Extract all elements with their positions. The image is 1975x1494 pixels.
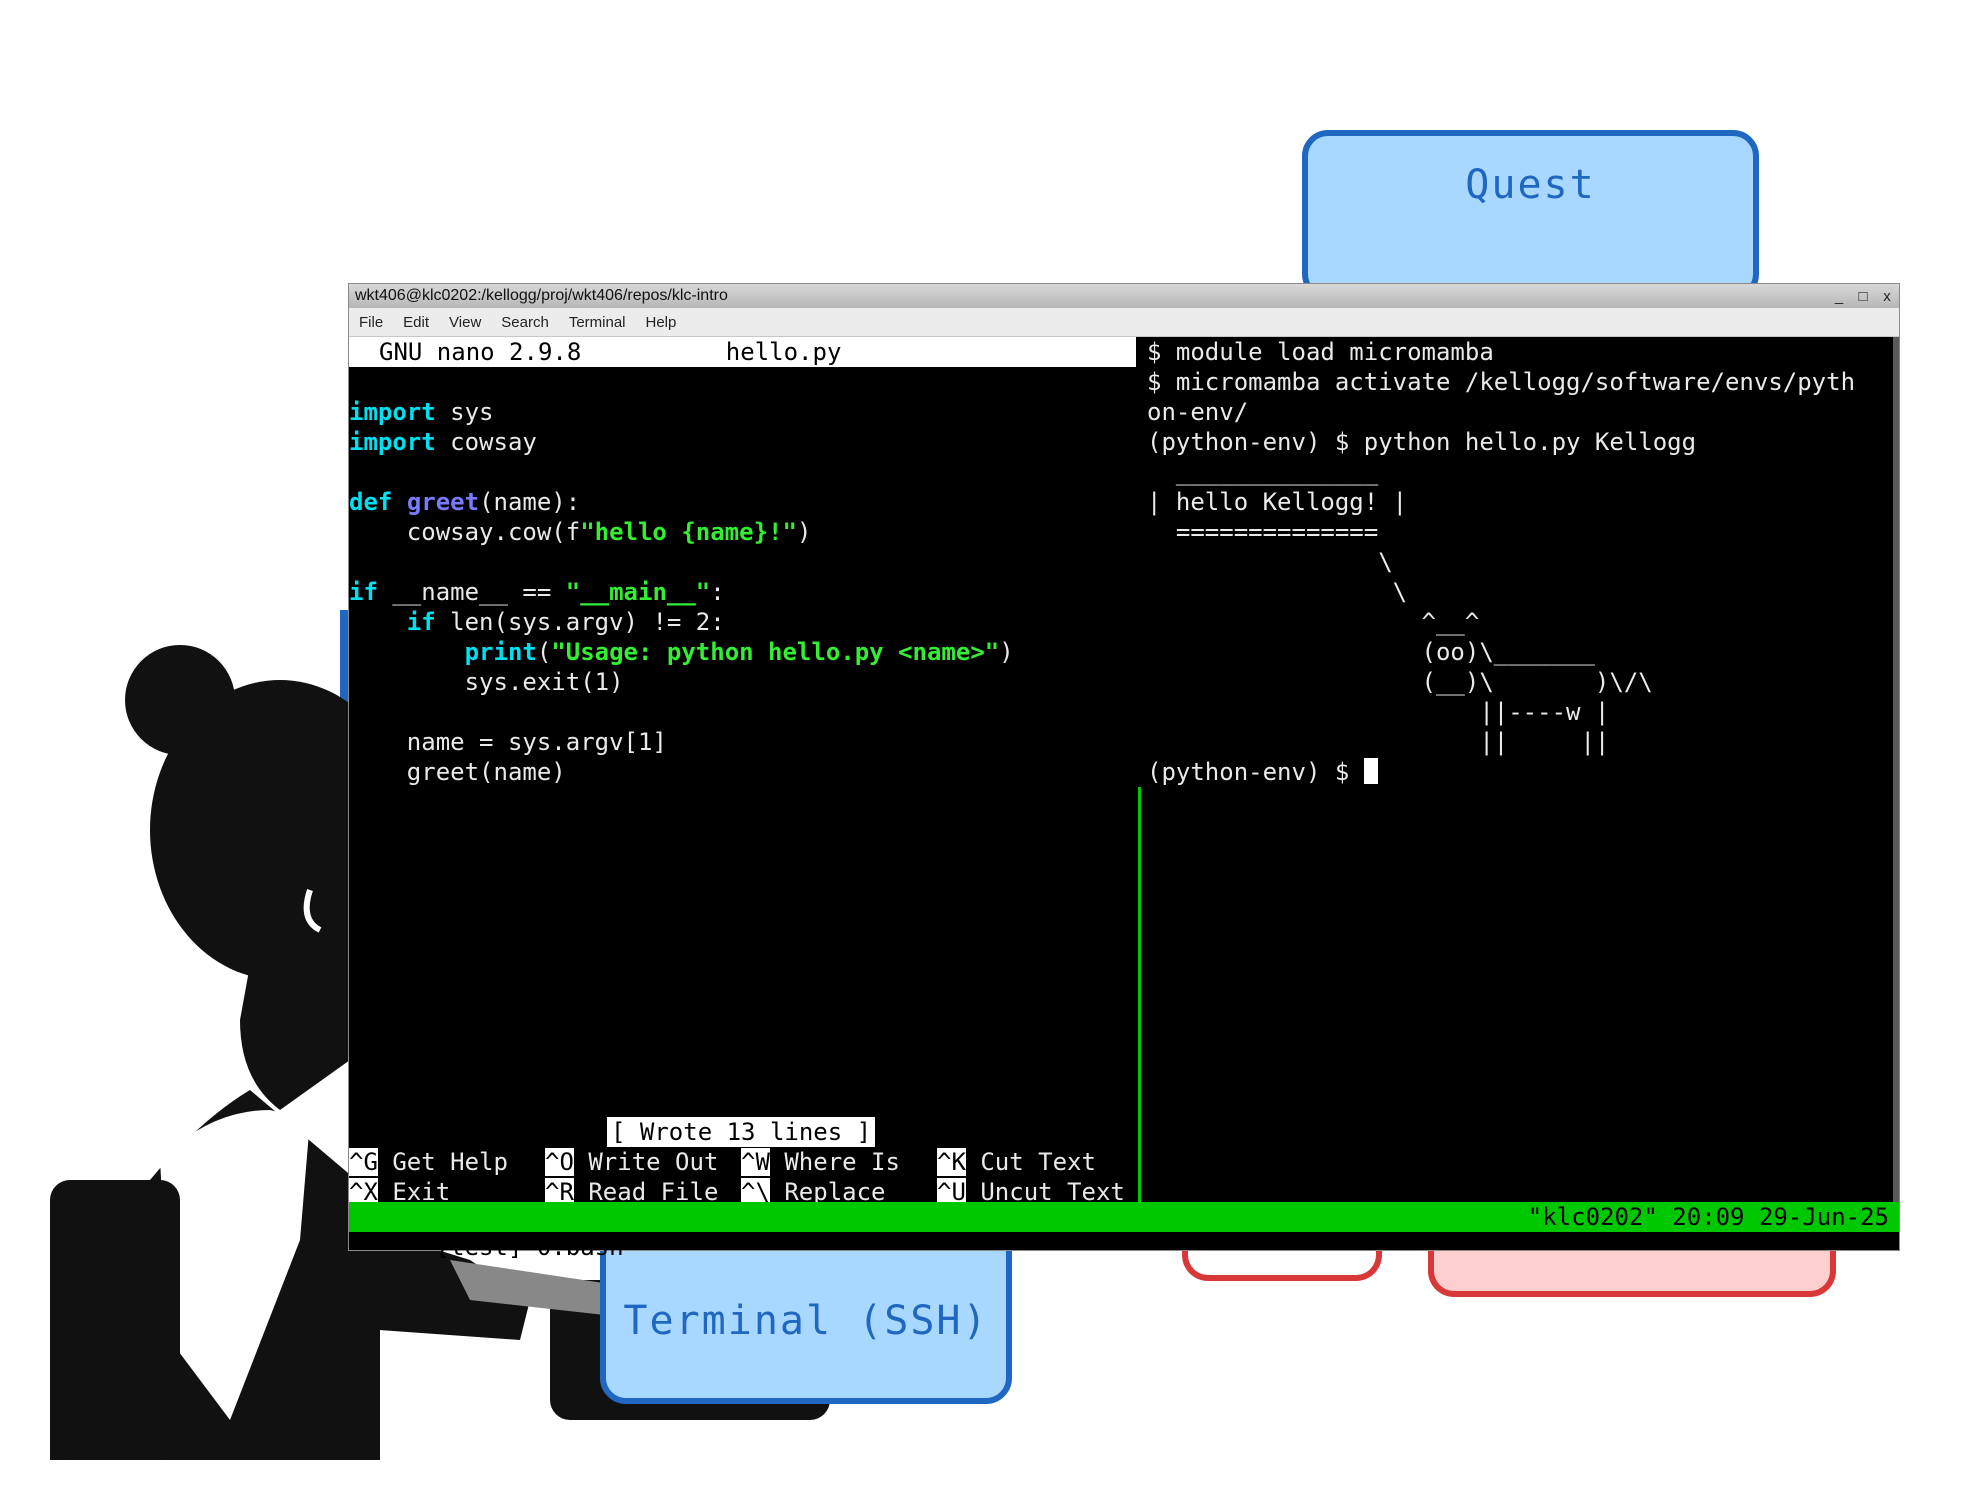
diagram-blue-edge bbox=[340, 610, 350, 730]
menu-view[interactable]: View bbox=[449, 313, 482, 331]
code-line: sys.exit(1) bbox=[349, 668, 624, 696]
shortcut-write-out[interactable]: ^O Write Out bbox=[545, 1148, 719, 1176]
shell-line: | hello Kellogg! | bbox=[1147, 488, 1408, 516]
code-line: if len(sys.argv) != 2: bbox=[406, 608, 725, 636]
menu-help[interactable]: Help bbox=[645, 313, 677, 331]
menu-search[interactable]: Search bbox=[501, 313, 549, 331]
menu-edit[interactable]: Edit bbox=[403, 313, 430, 331]
menu-terminal[interactable]: Terminal bbox=[568, 313, 626, 331]
menu-file[interactable]: File bbox=[359, 313, 384, 331]
shortcut-read-file[interactable]: ^R Read File bbox=[545, 1177, 718, 1202]
window-title: wkt406@klc0202:/kellogg/proj/wkt406/repo… bbox=[355, 287, 728, 304]
code-editor[interactable]: import sys import cowsay def greet(name)… bbox=[349, 397, 1014, 787]
shell-line: ______________ bbox=[1147, 458, 1379, 486]
nano-header: GNU nano 2.9.8 hello.py bbox=[349, 337, 1136, 367]
shell-pane[interactable]: $ module load micromamba $ micromamba ac… bbox=[1147, 337, 1892, 1202]
shell-prompt: (python-env) $ bbox=[1147, 758, 1364, 786]
code-line bbox=[349, 457, 1014, 487]
window-titlebar[interactable]: wkt406@klc0202:/kellogg/proj/wkt406/repo… bbox=[349, 284, 1899, 308]
shell-line: \ bbox=[1147, 578, 1408, 606]
code-line: def greet(name): bbox=[349, 488, 581, 516]
code-line: print("Usage: python hello.py <name>") bbox=[464, 638, 1014, 666]
shell-prompt-line[interactable]: (python-env) $ bbox=[1147, 757, 1892, 787]
code-line bbox=[349, 547, 1014, 577]
shell-line: ============== bbox=[1147, 518, 1379, 546]
shell-line: $ module load micromamba bbox=[1147, 338, 1494, 366]
code-line: greet(name) bbox=[349, 758, 566, 786]
shortcut-replace[interactable]: ^\ Replace bbox=[741, 1177, 886, 1202]
code-line: import sys bbox=[349, 398, 494, 426]
shortcut-where-is[interactable]: ^W Where Is bbox=[741, 1148, 900, 1176]
shortcut-get-help[interactable]: ^G Get Help bbox=[349, 1148, 508, 1176]
maximize-button[interactable]: □ bbox=[1858, 287, 1868, 305]
shell-line: \ bbox=[1147, 548, 1393, 576]
tmux-status-bar: [test] 0:bash* "klc0202" 20:09 29-Jun-25 bbox=[349, 1202, 1899, 1261]
nano-filename: hello.py bbox=[725, 338, 842, 366]
shell-line: (python-env) $ python hello.py Kellogg bbox=[1147, 428, 1697, 456]
shell-line: ^__^ bbox=[1147, 608, 1480, 636]
tmux-host-time: "klc0202" 20:09 29-Jun-25 bbox=[1527, 1203, 1889, 1231]
shell-line: || || bbox=[1147, 728, 1610, 756]
close-button[interactable]: x bbox=[1883, 287, 1891, 305]
nano-editor-pane[interactable]: GNU nano 2.9.8 hello.py import sys impor… bbox=[349, 337, 1136, 1202]
tmux-session-window[interactable]: [test] 0:bash* bbox=[435, 1233, 638, 1261]
terminal-window: wkt406@klc0202:/kellogg/proj/wkt406/repo… bbox=[348, 283, 1900, 1261]
code-line: if __name__ == "__main__": bbox=[349, 578, 725, 606]
quest-label: Quest bbox=[1302, 130, 1759, 300]
terminal-content[interactable]: GNU nano 2.9.8 hello.py import sys impor… bbox=[349, 337, 1899, 1261]
nano-status-message: [ Wrote 13 lines ] bbox=[607, 1117, 876, 1147]
shell-line: ||----w | bbox=[1147, 698, 1610, 726]
text-cursor bbox=[1363, 758, 1378, 784]
shell-line: (__)\ )\/\ bbox=[1147, 668, 1653, 696]
shell-line: $ micromamba activate /kellogg/software/… bbox=[1147, 368, 1856, 396]
pane-divider[interactable] bbox=[1138, 337, 1141, 1202]
terminal-scrollbar[interactable] bbox=[1893, 337, 1899, 1202]
minimize-button[interactable]: _ bbox=[1834, 287, 1844, 305]
nano-app-version: GNU nano 2.9.8 bbox=[379, 338, 582, 366]
code-line: import cowsay bbox=[349, 428, 537, 456]
code-line: name = sys.argv[1] bbox=[349, 728, 667, 756]
shortcut-cut-text[interactable]: ^K Cut Text bbox=[937, 1148, 1096, 1176]
shortcut-exit[interactable]: ^X Exit bbox=[349, 1177, 450, 1202]
shell-line: on-env/ bbox=[1147, 398, 1249, 426]
shortcut-uncut-text[interactable]: ^U Uncut Text bbox=[937, 1177, 1125, 1202]
code-line bbox=[349, 697, 1014, 727]
shell-line: (oo)\_______ bbox=[1147, 638, 1595, 666]
menu-bar: File Edit View Search Terminal Help bbox=[349, 308, 1899, 337]
nano-shortcut-bar: ^G Get Help ^O Write Out ^W Where Is ^K … bbox=[349, 1147, 1136, 1202]
code-line: cowsay.cow(f"hello {name}!") bbox=[349, 518, 812, 546]
